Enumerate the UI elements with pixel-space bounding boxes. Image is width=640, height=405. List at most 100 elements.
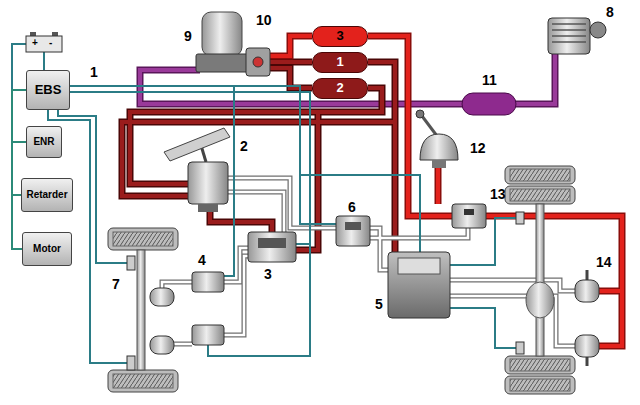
front-axle-modulator xyxy=(258,238,286,248)
callout-number: 13 xyxy=(490,186,506,202)
callout-number: 4 xyxy=(198,252,206,268)
air-tank: 1 xyxy=(312,52,368,73)
compressor xyxy=(548,18,590,54)
brake-chamber xyxy=(150,336,174,354)
wheel xyxy=(510,379,570,391)
hand-brake-valve xyxy=(420,134,458,160)
electric-wire xyxy=(43,52,45,70)
foot-brake-valve xyxy=(164,128,230,161)
wheel xyxy=(113,374,173,388)
wheel xyxy=(505,166,575,184)
callout-number: 2 xyxy=(240,138,248,154)
trailer-control-valve xyxy=(345,222,361,230)
compressor xyxy=(590,22,606,38)
ecu-box: ENR xyxy=(26,126,62,158)
protection-valve xyxy=(253,57,263,67)
axle xyxy=(536,204,544,356)
callout-number: 12 xyxy=(470,140,486,156)
wheel xyxy=(505,356,575,374)
electric-wire xyxy=(12,44,26,90)
red-pipe xyxy=(270,36,622,346)
air-tank: 2 xyxy=(312,78,368,99)
red-pipe xyxy=(270,36,622,346)
electric-wire xyxy=(450,308,516,348)
wheel xyxy=(510,189,570,201)
axle xyxy=(137,204,554,370)
wheel-speed-sensor xyxy=(127,356,135,370)
relay-valve xyxy=(464,209,474,215)
electric-wire xyxy=(12,44,516,363)
foot-brake-valve xyxy=(188,162,228,204)
brake-chamber xyxy=(575,280,599,302)
electric-wire xyxy=(70,86,336,224)
dark-red-pipe xyxy=(122,62,395,254)
callout-number: + xyxy=(32,37,38,49)
callout-number: - xyxy=(49,37,52,49)
dark-red-pipe xyxy=(122,62,395,254)
compressor xyxy=(552,24,586,42)
wheel xyxy=(113,232,173,246)
wheel xyxy=(108,370,178,392)
callout-number: 5 xyxy=(375,296,383,312)
wheel xyxy=(505,186,575,204)
air-dryer xyxy=(196,12,248,72)
air-dryer xyxy=(202,12,242,56)
callout-number: 9 xyxy=(184,28,192,44)
brake-chamber xyxy=(586,357,589,366)
battery-symbol xyxy=(26,36,62,52)
relay-valve xyxy=(452,204,486,228)
ecu-box: Motor xyxy=(22,232,72,266)
trailer-control-valve xyxy=(336,216,370,246)
callout-number: 14 xyxy=(596,254,612,270)
ecu-box: EBS xyxy=(26,70,70,110)
foot-brake-valve xyxy=(198,204,218,212)
red-pipe xyxy=(270,36,622,346)
callout-number: 10 xyxy=(256,12,272,28)
callout-number: 3 xyxy=(264,266,272,282)
hand-brake-valve xyxy=(416,110,424,118)
wheel-speed-sensor xyxy=(516,212,524,224)
wheel xyxy=(108,228,178,250)
wheel xyxy=(510,169,570,181)
brake-chamber xyxy=(575,335,599,357)
node-label: ENR xyxy=(33,136,54,148)
wheel xyxy=(510,359,570,371)
wheel-speed-sensor xyxy=(127,256,135,270)
ecu-box: Retarder xyxy=(21,178,73,212)
node-label: 1 xyxy=(336,55,343,70)
brake-chamber xyxy=(150,288,174,306)
brake-chamber xyxy=(150,270,599,366)
axle xyxy=(526,282,554,318)
battery-symbol xyxy=(26,32,62,52)
supply-tank xyxy=(462,93,516,115)
air-tank: 3 xyxy=(312,26,368,47)
rear-axle-modulator xyxy=(388,252,450,318)
wire-connector xyxy=(12,90,26,142)
callout-number: 6 xyxy=(348,199,356,215)
wheel-speed-sensor xyxy=(516,342,524,354)
trailer-control-valve xyxy=(336,216,370,246)
electric-wire xyxy=(70,92,310,244)
node-label: Motor xyxy=(33,243,61,255)
wire-connector xyxy=(12,90,26,249)
wheel-speed-sensor xyxy=(127,212,524,370)
wheel xyxy=(108,166,575,394)
battery-symbol xyxy=(30,32,36,36)
relay-valve xyxy=(452,204,486,228)
electric-wire xyxy=(300,175,420,252)
compressor xyxy=(548,18,606,54)
brake-chamber xyxy=(586,270,589,280)
abs-valve xyxy=(192,272,224,292)
callout-number: 1 xyxy=(90,64,98,80)
callout-number: 8 xyxy=(606,4,614,20)
node-label: EBS xyxy=(35,83,62,98)
axle xyxy=(137,250,145,370)
dark-red-pipe xyxy=(122,62,395,254)
node-label: 3 xyxy=(336,29,343,44)
protection-valve xyxy=(246,48,270,76)
abs-valve xyxy=(192,325,224,345)
front-axle-modulator xyxy=(248,232,296,262)
battery-symbol xyxy=(52,32,58,36)
hand-brake-valve xyxy=(432,160,446,168)
node-label: 2 xyxy=(336,81,343,96)
